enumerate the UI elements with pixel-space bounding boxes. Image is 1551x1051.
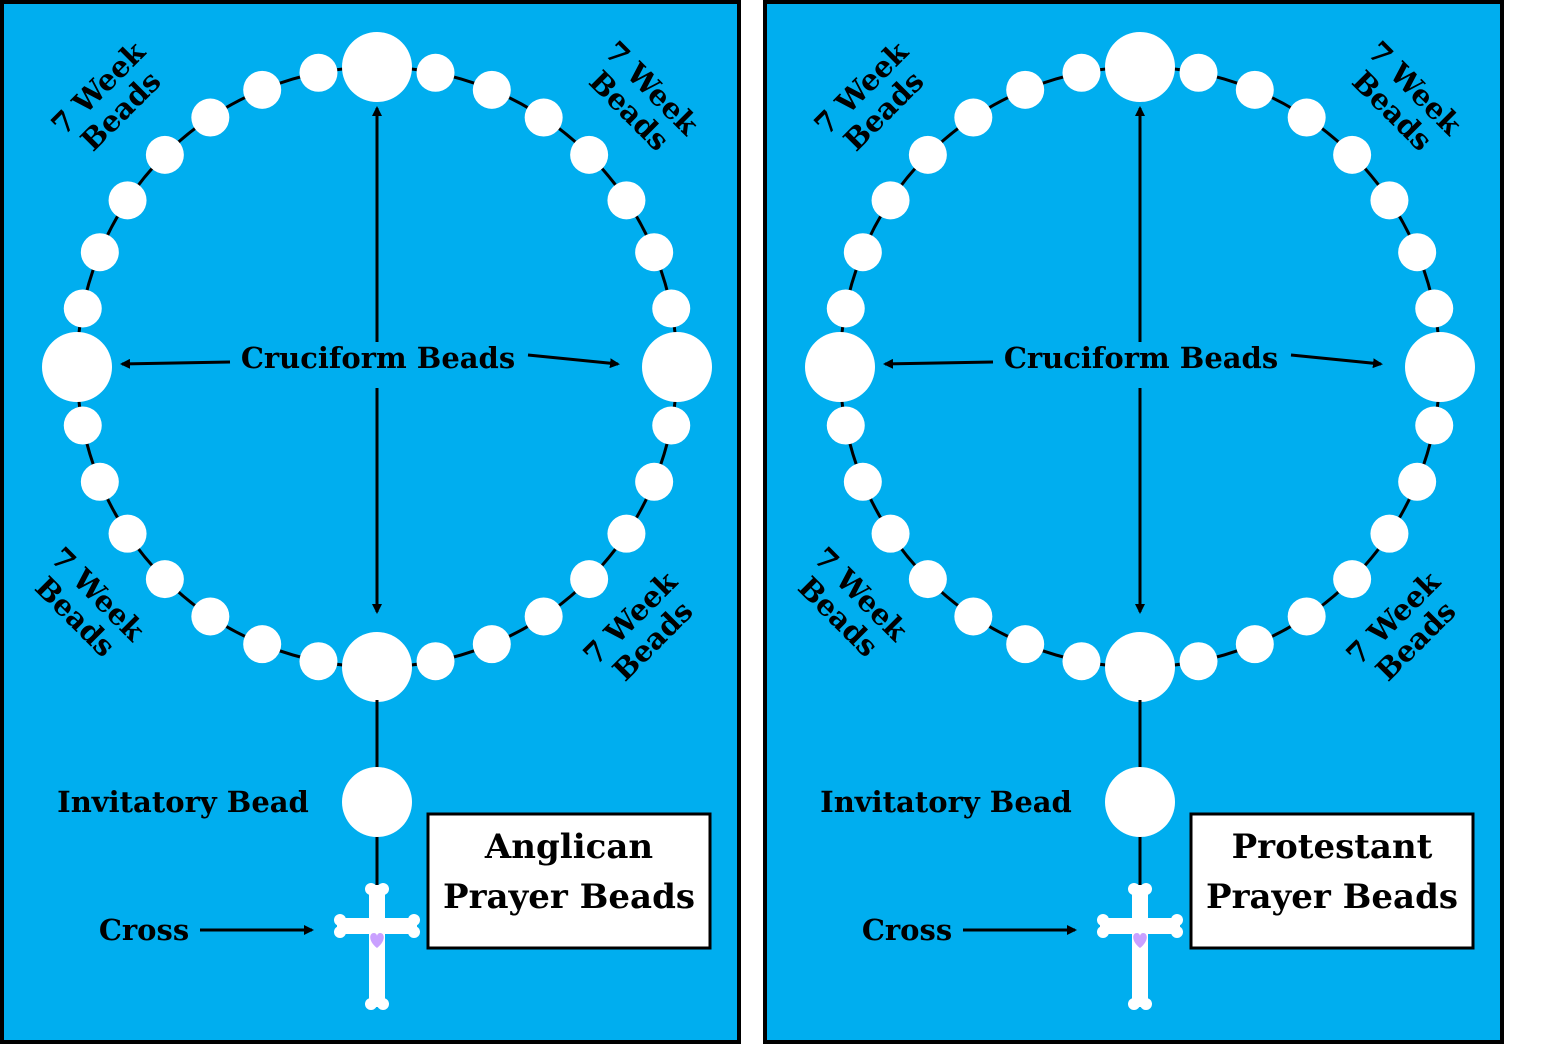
week-bead [1062, 642, 1101, 681]
week-bead [145, 560, 184, 599]
cruciform-bead [642, 332, 712, 402]
panel-anglican: Cruciform Beads Invitatory Bead Cross 7 … [0, 0, 741, 1044]
week-bead [299, 53, 338, 92]
invitatory-bead [1105, 767, 1175, 837]
week-bead [843, 233, 882, 272]
week-bead [108, 181, 147, 220]
week-bead [1398, 233, 1437, 272]
week-bead [607, 514, 646, 553]
week-bead [843, 462, 882, 501]
heart-icon [1133, 933, 1147, 948]
cruciform-label: Cruciform Beads [1004, 341, 1278, 375]
title-line1: Protestant [1232, 827, 1433, 867]
cross-icon [334, 883, 420, 1010]
week-bead [1062, 53, 1101, 92]
week-bead [472, 70, 511, 109]
cross-label: Cross [99, 913, 189, 947]
cruciform-bead [1105, 32, 1175, 102]
week-bead [1333, 135, 1372, 174]
week-bead [1398, 462, 1437, 501]
week-bead [1006, 625, 1045, 664]
week-bead [652, 406, 691, 445]
week-bead [524, 98, 563, 137]
week-bead [871, 514, 910, 553]
week-bead [1235, 70, 1274, 109]
invitatory-label: Invitatory Bead [820, 785, 1072, 819]
invitatory-bead [342, 767, 412, 837]
cruciform-bead [342, 632, 412, 702]
panel-protestant: Cruciform Beads Invitatory Bead Cross 7 … [763, 0, 1504, 1044]
week-bead [524, 597, 563, 636]
week-bead [1287, 98, 1326, 137]
cruciform-bead [342, 32, 412, 102]
week-bead [80, 233, 119, 272]
week-bead [954, 597, 993, 636]
week-bead [1333, 560, 1372, 599]
week-bead [826, 406, 865, 445]
week-bead [145, 135, 184, 174]
week-bead [243, 625, 282, 664]
week-bead [108, 514, 147, 553]
week-bead [871, 181, 910, 220]
arrow-right [527, 353, 620, 369]
arrow-left [120, 358, 231, 369]
title-box: Anglican Prayer Beads [426, 812, 712, 950]
cross-icon [1097, 883, 1183, 1010]
invitatory-label: Invitatory Bead [57, 785, 309, 819]
week-bead [80, 462, 119, 501]
cruciform-bead [42, 332, 112, 402]
bead-ring [42, 32, 712, 702]
cruciform-bead [805, 332, 875, 402]
week-bead [1235, 625, 1274, 664]
week-bead [1179, 53, 1218, 92]
cruciform-label: Cruciform Beads [241, 341, 515, 375]
cross-label: Cross [862, 913, 952, 947]
week-bead [1370, 181, 1409, 220]
week-bead [635, 462, 674, 501]
week-bead [191, 98, 230, 137]
week-bead [652, 289, 691, 328]
week-bead [472, 625, 511, 664]
cruciform-bead [1405, 332, 1475, 402]
week-bead [299, 642, 338, 681]
week-bead [954, 98, 993, 137]
week-bead [191, 597, 230, 636]
week-bead [570, 135, 609, 174]
week-bead [826, 289, 865, 328]
week-bead [1415, 406, 1454, 445]
title-box: Protestant Prayer Beads [1189, 812, 1475, 950]
week-bead [635, 233, 674, 272]
week-bead [1415, 289, 1454, 328]
week-bead [1287, 597, 1326, 636]
arrow-right [1290, 353, 1383, 369]
week-bead [63, 406, 102, 445]
week-bead [908, 135, 947, 174]
week-bead [607, 181, 646, 220]
cruciform-bead [1105, 632, 1175, 702]
heart-icon [370, 933, 384, 948]
week-bead [908, 560, 947, 599]
week-bead [243, 70, 282, 109]
week-bead [63, 289, 102, 328]
week-bead [570, 560, 609, 599]
week-bead [416, 642, 455, 681]
title-line2: Prayer Beads [1206, 877, 1458, 917]
week-bead [1370, 514, 1409, 553]
title-line1: Anglican [484, 827, 653, 867]
bead-ring [805, 32, 1475, 702]
title-line2: Prayer Beads [443, 877, 695, 917]
week-bead [1006, 70, 1045, 109]
week-bead [416, 53, 455, 92]
arrow-left [883, 358, 994, 369]
week-bead [1179, 642, 1218, 681]
